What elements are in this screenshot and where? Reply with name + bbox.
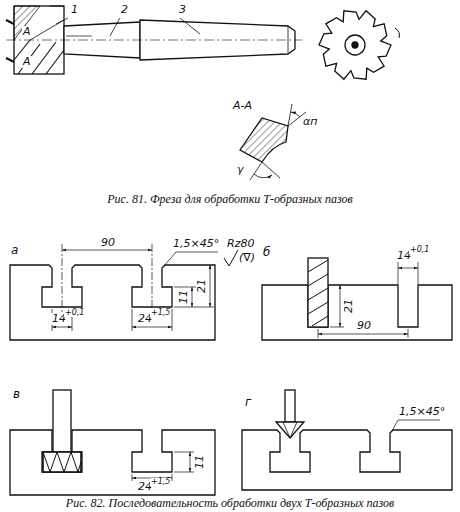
panel-letter: в — [12, 388, 21, 401]
tolerance: +0,1 — [409, 246, 430, 254]
section-mark: A — [22, 26, 32, 38]
dimension: 90 — [356, 320, 372, 332]
rotation-mark — [395, 28, 400, 38]
angle-label: γ — [236, 164, 245, 176]
t-slot-cutter — [6, 6, 306, 180]
callout-number: 3 — [178, 4, 187, 16]
workpiece-b — [262, 258, 452, 340]
panel-letter: б — [262, 246, 271, 259]
caption: Рис. 81. Фреза для обработки Т-образных … — [106, 193, 353, 206]
dimension: 21 — [196, 278, 208, 294]
section-label: A-A — [232, 100, 253, 112]
workpiece-g — [242, 390, 452, 490]
panel-letter: а — [10, 244, 19, 257]
surface-finish: Rz80 — [226, 238, 255, 250]
cutter-hub — [345, 35, 365, 55]
tolerance: +0,1 — [64, 309, 85, 317]
dimension: 11 — [178, 289, 190, 305]
dimension: 21 — [343, 298, 355, 314]
cutter-bore — [352, 42, 358, 48]
workpiece-a — [10, 244, 238, 340]
dimension: 11 — [194, 454, 206, 470]
workpiece-v — [10, 390, 215, 495]
dimension: 1,5×45° — [398, 406, 446, 418]
angle-label: αп — [302, 116, 318, 128]
panel-letter: г — [244, 396, 252, 409]
section-mark: A — [22, 56, 32, 68]
dimension: 1,5×45° — [172, 238, 220, 250]
surface-finish: (∇) — [238, 252, 256, 264]
cutter-end-view — [319, 11, 400, 79]
callout-number: 2 — [120, 4, 129, 16]
tolerance: +1,5 — [150, 309, 171, 317]
caption: Рис. 82. Последовательность обработки дв… — [65, 497, 395, 510]
dimension: 90 — [100, 237, 116, 249]
tolerance: +1,5 — [150, 478, 171, 486]
callout-number: 1 — [70, 4, 79, 16]
cutter-teeth — [319, 11, 391, 79]
